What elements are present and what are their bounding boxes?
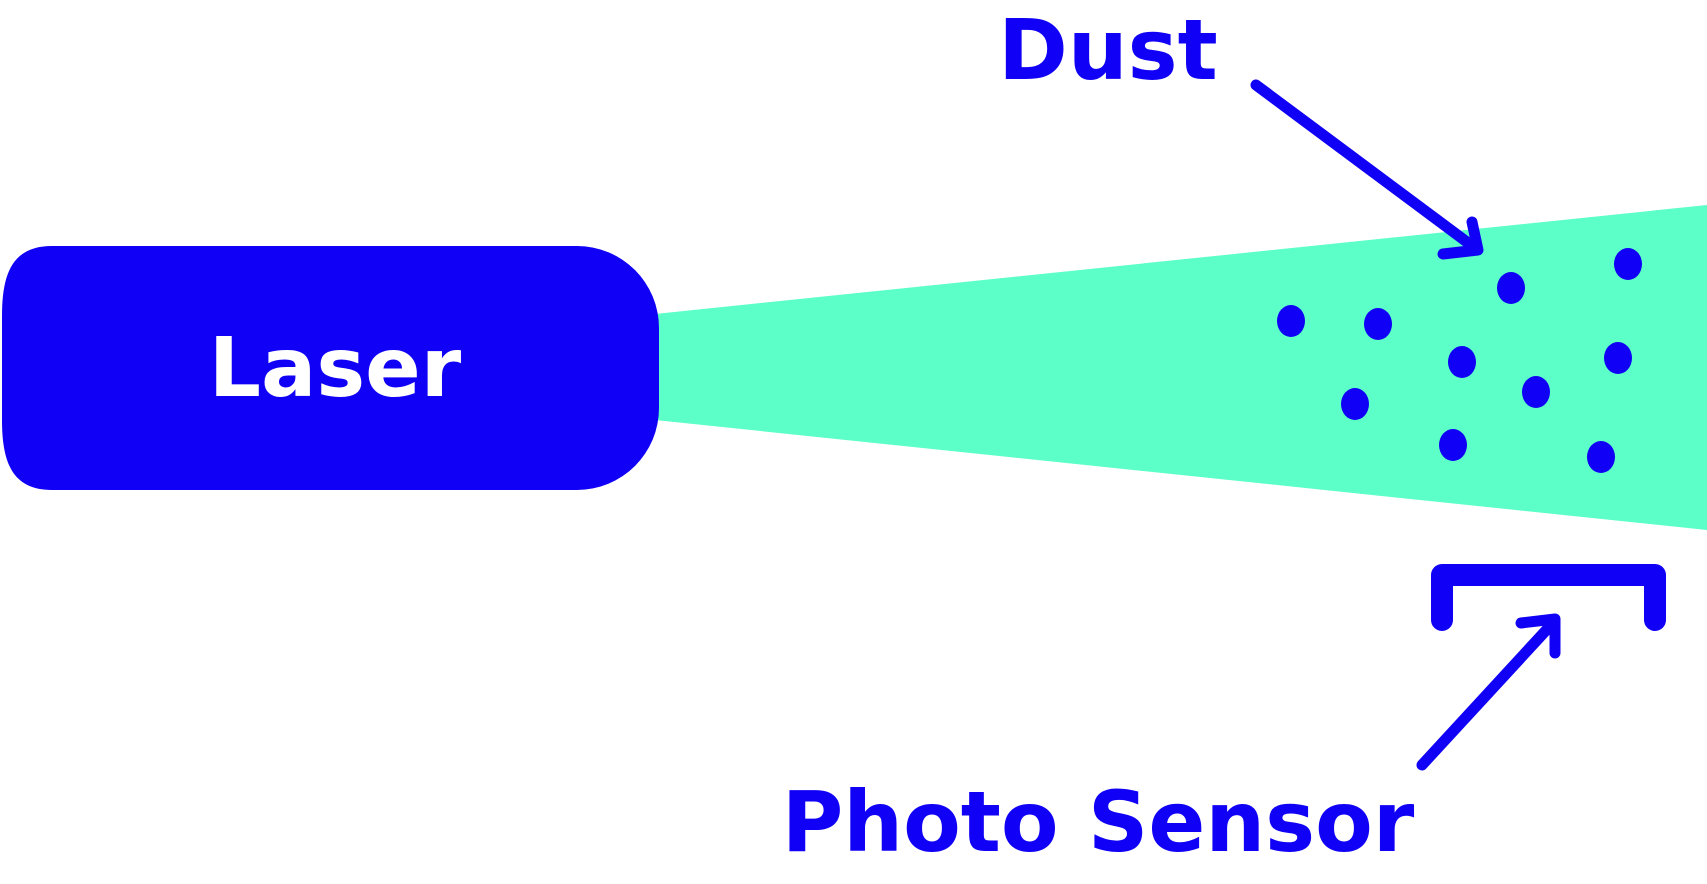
dust-particle — [1497, 272, 1525, 304]
dust-label: Dust — [998, 1, 1218, 99]
dust-particle — [1341, 388, 1369, 420]
dust-particle — [1277, 305, 1305, 337]
laser-housing — [2, 246, 659, 490]
dust-particle — [1364, 308, 1392, 340]
dust-particle — [1439, 429, 1467, 461]
dust-particle — [1522, 376, 1550, 408]
photo-sensor-arrow — [1416, 613, 1561, 771]
laser-beam — [655, 205, 1707, 530]
dust-particle — [1448, 346, 1476, 378]
photo-sensor — [1431, 564, 1666, 631]
dust-particle — [1587, 441, 1615, 473]
dust-particle — [1614, 248, 1642, 280]
dust-arrow — [1250, 79, 1484, 260]
photo-sensor-label: Photo Sensor — [782, 773, 1415, 871]
laser-label: Laser — [209, 321, 462, 416]
dust-particles — [1277, 248, 1642, 473]
dust-particle — [1604, 342, 1632, 374]
